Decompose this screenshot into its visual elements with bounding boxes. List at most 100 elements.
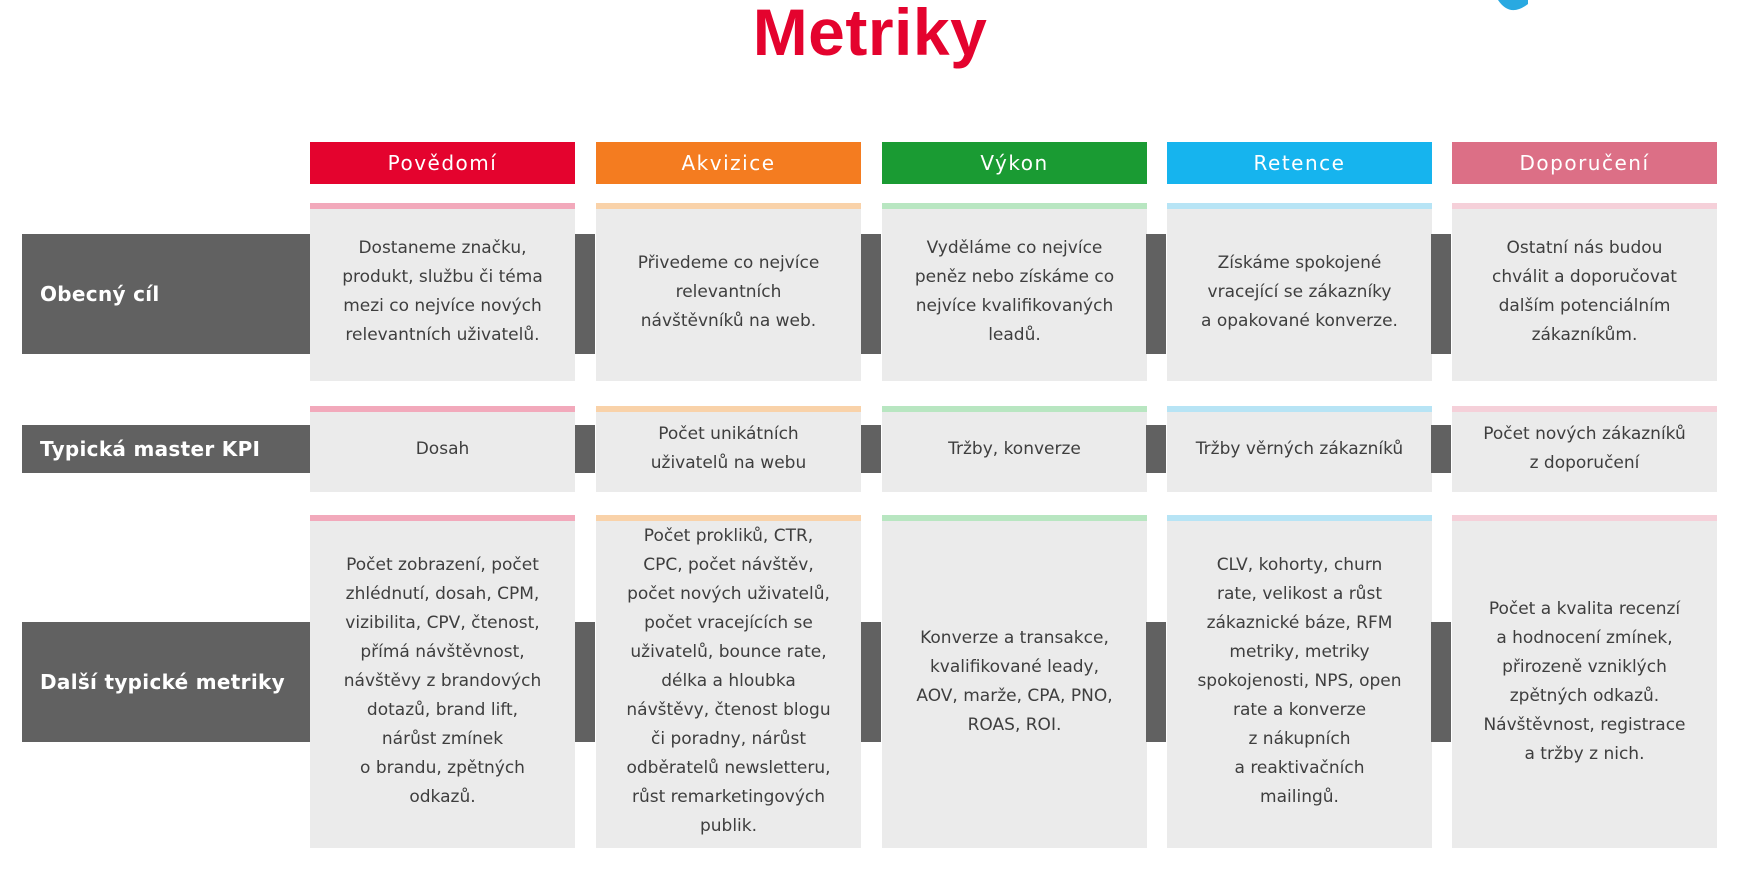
cell-accent-line bbox=[596, 406, 861, 412]
cell-text-line: z doporučení bbox=[1529, 453, 1640, 473]
cell-text-line: návštěvníků na web. bbox=[640, 310, 817, 331]
cell-text-line: peněz nebo získáme co bbox=[914, 267, 1115, 287]
cell-text-line: dotazů, brand lift, bbox=[366, 700, 519, 720]
row-connector bbox=[861, 425, 881, 473]
cell-accent-line bbox=[310, 515, 575, 521]
cell-text-line: nejvíce kvalifikovaných bbox=[915, 296, 1114, 316]
cell-text-line: mezi co nejvíce nových bbox=[343, 296, 542, 316]
row-label-dalsi-typicke-metriky: Další typické metriky bbox=[22, 622, 310, 742]
cell-text: Vyděláme co nejvíce peněz nebo získáme co… bbox=[915, 234, 1114, 350]
cell-text-line: Dosah bbox=[415, 438, 470, 459]
row-label-typicka-master-kpi: Typická master KPI bbox=[22, 425, 310, 473]
cell-typicka-master-kpi-akvizice: Počet unikátních uživatelů na webu bbox=[596, 406, 861, 492]
cell-accent-line bbox=[882, 203, 1147, 209]
cell-accent-line bbox=[1167, 203, 1432, 209]
cell-text-line: CPC, počet návštěv, bbox=[643, 555, 814, 575]
column-header-akvizice: Akvizice bbox=[596, 142, 861, 184]
row-connector bbox=[1431, 425, 1451, 473]
cell-text-line: délka a hloubka bbox=[661, 671, 796, 691]
cell-text-line: ROAS, ROI. bbox=[967, 714, 1062, 735]
cell-obecny-cil-retence: Získáme spokojené vracející se zákazníky a… bbox=[1167, 203, 1432, 381]
cell-text-line: Počet zobrazení, počet bbox=[346, 555, 539, 575]
cell-obecny-cil-vykon: Vyděláme co nejvíce peněz nebo získáme co… bbox=[882, 203, 1147, 381]
cell-text-line: metriky, metriky bbox=[1229, 642, 1370, 662]
cell-typicka-master-kpi-povedomi: Dosah bbox=[310, 406, 575, 492]
cell-text-line: počet vracejících se bbox=[644, 613, 813, 633]
cell-text-line: Tržby, konverze bbox=[948, 438, 1081, 459]
cell-text: Ostatní nás budou chválit a doporučovat da… bbox=[1492, 234, 1677, 350]
cell-text-line: přímá návštěvnost, bbox=[360, 642, 525, 662]
cell-accent-line bbox=[1452, 515, 1717, 521]
cell-text: Počet unikátních uživatelů na webu bbox=[651, 420, 806, 478]
cell-text-line: relevantních uživatelů. bbox=[345, 325, 540, 345]
cell-dalsi-typicke-metriky-doporuceni: Počet a kvalita recenzí a hodnocení zmíne… bbox=[1452, 515, 1717, 848]
cell-text-line: mailingů. bbox=[1260, 787, 1339, 807]
cell-text-line: návštěvy z brandových bbox=[343, 671, 542, 691]
cell-text-line: Získáme spokojené bbox=[1217, 252, 1382, 273]
cell-text-line: Přivedeme co nejvíce bbox=[637, 252, 820, 273]
cell-accent-line bbox=[1452, 406, 1717, 412]
cell-text-line: počet nových uživatelů, bbox=[627, 584, 830, 604]
cell-accent-line bbox=[1452, 203, 1717, 209]
cell-text-line: Počet a kvalita recenzí bbox=[1488, 598, 1681, 619]
column-header-povedomi: Povědomí bbox=[310, 142, 575, 184]
cell-text-line: Vyděláme co nejvíce bbox=[926, 238, 1103, 258]
cell-text-line: zpětných odkazů. bbox=[1509, 685, 1660, 706]
column-header-doporuceni: Doporučení bbox=[1452, 142, 1717, 184]
cell-text-line: z nákupních bbox=[1248, 729, 1351, 749]
cell-text: Dosah bbox=[416, 435, 470, 464]
cell-text-line: rate a konverze bbox=[1232, 700, 1367, 720]
cell-text-line: Tržby věrných zákazníků bbox=[1195, 438, 1404, 459]
cell-text-line: AOV, marže, CPA, PNO, bbox=[916, 685, 1113, 706]
cell-text: Dostaneme značku,produkt, službu či téma… bbox=[342, 234, 543, 350]
cell-text-line: relevantních bbox=[675, 281, 782, 302]
cell-accent-line bbox=[310, 406, 575, 412]
cell-text-line: zákaznické báze, RFM bbox=[1206, 613, 1393, 633]
page-title: Metriky bbox=[752, 0, 988, 69]
cell-text-line: dalším potenciálním bbox=[1498, 296, 1671, 316]
cell-text: Získáme spokojené vracející se zákazníky a… bbox=[1201, 249, 1398, 336]
row-label-obecny-cil: Obecný cíl bbox=[22, 234, 310, 354]
row-connector bbox=[1431, 622, 1451, 742]
row-connector bbox=[575, 425, 595, 473]
cell-text-line: a tržby z nich. bbox=[1524, 743, 1645, 764]
cell-text-line: Dostaneme značku, bbox=[358, 238, 527, 258]
cell-text-line: vracející se zákazníky bbox=[1207, 281, 1392, 302]
cell-obecny-cil-doporuceni: Ostatní nás budou chválit a doporučovat da… bbox=[1452, 203, 1717, 381]
cell-text-line: chválit a doporučovat bbox=[1492, 267, 1677, 287]
cell-accent-line bbox=[1167, 406, 1432, 412]
cell-accent-line bbox=[310, 203, 575, 209]
cell-text-line: uživatelů na webu bbox=[650, 453, 807, 473]
cell-text-line: nárůst zmínek bbox=[381, 729, 504, 749]
cell-text-line: Počet nových zákazníků bbox=[1483, 424, 1686, 444]
cell-text-line: publik. bbox=[699, 816, 758, 836]
cell-typicka-master-kpi-doporuceni: Počet nových zákazníků z doporučení bbox=[1452, 406, 1717, 492]
cell-dalsi-typicke-metriky-vykon: Konverze a transakce,kvalifikované leady… bbox=[882, 515, 1147, 848]
cell-obecny-cil-povedomi: Dostaneme značku,produkt, službu či téma… bbox=[310, 203, 575, 381]
cell-accent-line bbox=[596, 515, 861, 521]
cell-text-line: kvalifikované leady, bbox=[929, 656, 1100, 677]
cell-text-line: uživatelů, bounce rate, bbox=[630, 642, 827, 662]
cell-text: Konverze a transakce,kvalifikované leady… bbox=[916, 624, 1112, 740]
cell-text: Počet a kvalita recenzí a hodnocení zmíne… bbox=[1483, 595, 1685, 769]
cell-text-line: Počet unikátních bbox=[658, 424, 799, 444]
cell-text-line: Počet prokliků, CTR, bbox=[643, 526, 814, 546]
cell-text-line: zhlédnutí, dosah, CPM, bbox=[345, 584, 540, 604]
row-connector bbox=[1146, 622, 1166, 742]
row-connector bbox=[1146, 425, 1166, 473]
cell-accent-line bbox=[882, 515, 1147, 521]
column-header-vykon: Výkon bbox=[882, 142, 1147, 184]
cell-text-line: CLV, kohorty, churn bbox=[1216, 555, 1383, 575]
brand-logo-icon bbox=[1498, 0, 1528, 11]
row-connector bbox=[575, 622, 595, 742]
row-connector bbox=[1146, 234, 1166, 354]
cell-text-line: a reaktivačních bbox=[1234, 758, 1365, 778]
cell-text-line: a opakované konverze. bbox=[1201, 310, 1398, 331]
cell-text-line: přirozeně vzniklých bbox=[1502, 656, 1667, 677]
cell-text-line: a hodnocení zmínek, bbox=[1496, 627, 1673, 648]
cell-accent-line bbox=[1167, 515, 1432, 521]
cell-text-line: Ostatní nás budou bbox=[1506, 238, 1663, 258]
cell-text-line: leadů. bbox=[988, 325, 1041, 345]
